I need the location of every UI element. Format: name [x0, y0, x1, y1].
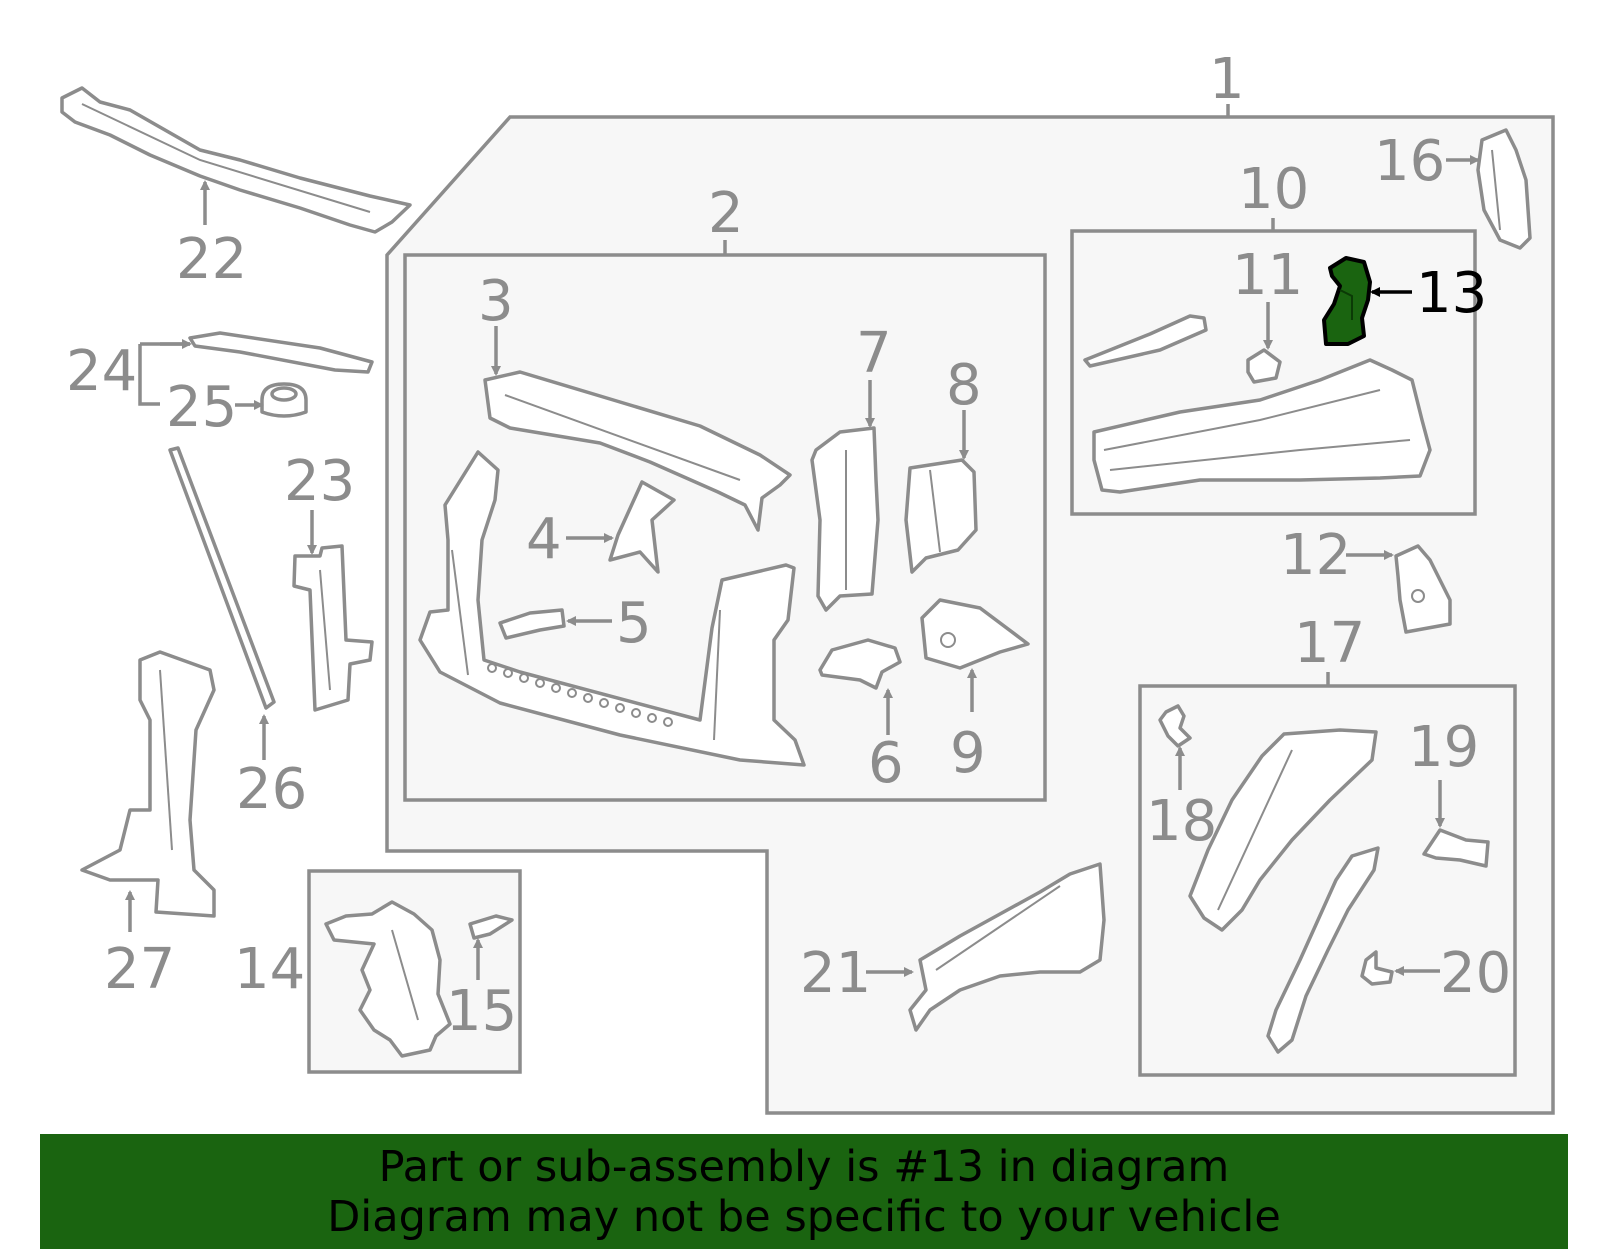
callout-4: 4: [526, 507, 562, 572]
info-banner: Part or sub-assembly is #13 in diagram D…: [40, 1134, 1568, 1249]
banner-line-2: Diagram may not be specific to your vehi…: [327, 1192, 1281, 1242]
part-7-panel: [810, 380, 880, 612]
part-8-duct: [904, 410, 978, 574]
callout-25: 25: [166, 375, 237, 440]
part-27-support: [80, 650, 216, 932]
part-19-bracket: [1422, 780, 1490, 868]
part-15-clip: [468, 914, 514, 980]
callout-15: 15: [446, 979, 517, 1044]
part-13-highlighted: [1322, 256, 1412, 346]
part-5-bracket: [498, 608, 612, 640]
part-23-bracket: [292, 510, 374, 712]
callout-27: 27: [104, 937, 175, 1002]
part-11-clip: [1246, 302, 1282, 384]
part-10-rail: [1083, 314, 1432, 494]
callout-5: 5: [616, 591, 652, 656]
part-9-bracket: [920, 598, 1030, 712]
callout-23: 23: [284, 449, 355, 514]
callout-13-highlighted: 13: [1416, 261, 1487, 326]
part-21-apron: [866, 862, 1106, 1032]
part-24-bracket: [138, 331, 374, 406]
callout-19: 19: [1408, 715, 1479, 780]
callout-24: 24: [66, 339, 137, 404]
part-4-bracket: [566, 480, 676, 574]
part-3-upper-tie-bar: [483, 326, 792, 532]
part-20-clip: [1360, 950, 1440, 986]
part-14-bracket: [324, 900, 452, 1058]
callout-10: 10: [1238, 157, 1309, 222]
callout-26: 26: [236, 757, 307, 822]
part-22-bar: [60, 86, 412, 234]
callout-11: 11: [1232, 243, 1303, 308]
callout-6: 6: [868, 731, 904, 796]
callout-18: 18: [1146, 789, 1217, 854]
part-12-bracket: [1346, 544, 1452, 634]
callout-17: 17: [1294, 611, 1365, 676]
callout-2: 2: [708, 181, 744, 246]
part-16-reinforcement: [1446, 128, 1532, 250]
banner-line-1: Part or sub-assembly is #13 in diagram: [378, 1142, 1230, 1192]
part-2-radiator-support: [418, 450, 806, 767]
callout-8: 8: [946, 353, 982, 418]
callout-1: 1: [1209, 47, 1245, 112]
part-25-grommet: [235, 382, 308, 418]
part-17-apron: [1188, 728, 1380, 1054]
part-6-bracket: [818, 638, 902, 735]
callout-22: 22: [176, 227, 247, 292]
callout-14: 14: [234, 937, 305, 1002]
callout-9: 9: [950, 721, 986, 786]
callout-20: 20: [1440, 941, 1511, 1006]
callout-21: 21: [800, 941, 871, 1006]
part-26-rod: [168, 446, 276, 760]
callout-16: 16: [1374, 129, 1445, 194]
part-18-clip: [1158, 704, 1192, 790]
callout-12: 12: [1280, 523, 1351, 588]
callout-3: 3: [478, 269, 514, 334]
callout-7: 7: [856, 321, 892, 386]
